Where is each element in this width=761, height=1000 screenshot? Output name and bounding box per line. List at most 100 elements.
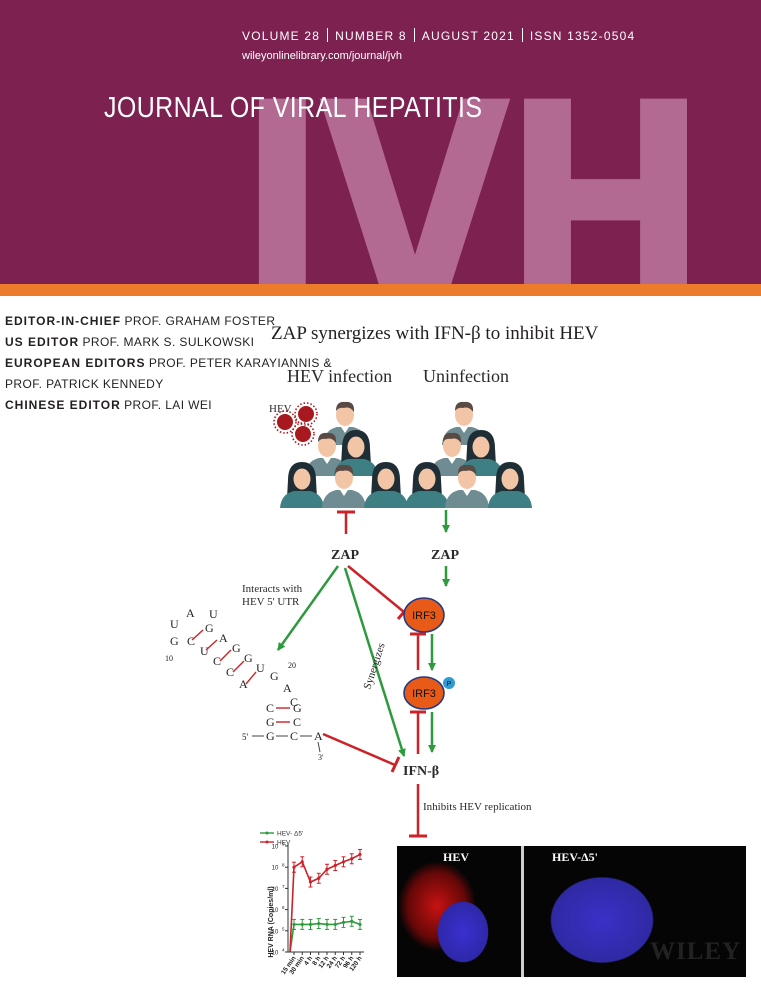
zap-right: ZAP: [431, 548, 459, 563]
y-tick-exponent: 9: [282, 842, 285, 847]
editor-list: EDITOR-IN-CHIEF PROF. GRAHAM FOSTER US E…: [5, 311, 332, 416]
editor-line: EUROPEAN EDITORS PROF. PETER KARAYIANNIS…: [5, 356, 332, 370]
graphical-abstract-title: ZAP synergizes with IFN-β to inhibit HEV: [271, 323, 599, 344]
nucleotide: G: [270, 669, 279, 683]
inhibition-line: [322, 732, 396, 767]
journal-url[interactable]: wileyonlinelibrary.com/journal/jvh: [242, 50, 402, 62]
journal-title: JOURNAL OF VIRAL HEPATITIS: [104, 92, 483, 124]
data-point: [341, 920, 346, 924]
micro-label-hev-delta5: HEV-Δ5': [552, 850, 598, 864]
data-point: [300, 860, 304, 864]
hev-virus-label: HEV: [269, 403, 292, 415]
data-point: [292, 922, 296, 927]
irf3-node: [403, 597, 445, 633]
data-point: [350, 857, 354, 861]
nucleotide: C: [293, 715, 301, 729]
cell-image-hev: [397, 846, 521, 977]
editor-line: EDITOR-IN-CHIEF PROF. GRAHAM FOSTER: [5, 314, 276, 328]
data-point: [358, 852, 362, 857]
data-point: [317, 876, 321, 880]
phospho-irf3-node: [403, 676, 445, 710]
issue-date: AUGUST 2021: [421, 29, 515, 43]
nucleotide: A: [219, 631, 228, 645]
legend-marker: [265, 831, 269, 835]
nucleotide: G: [170, 634, 179, 648]
three-prime-label: 3': [318, 753, 324, 762]
series-line: [289, 853, 361, 953]
nucleotide: U: [256, 661, 265, 675]
issn: ISSN 1352-0504: [529, 29, 636, 43]
panel-divider: [521, 846, 524, 977]
data-point: [325, 922, 329, 927]
series-line: [289, 920, 361, 953]
chart-legend: HEV- Δ5'HEV: [260, 831, 303, 847]
ifn-beta-label: IFN-β: [403, 764, 439, 779]
data-point: [308, 880, 313, 884]
nucleotide: G: [244, 651, 253, 665]
phosphate-icon: [443, 677, 455, 689]
data-point: [308, 922, 313, 927]
hev-rna-chart: HEV- Δ5'HEV HEV RNA (Copies/ml) 10410510…: [260, 831, 364, 976]
base-pair: [205, 639, 218, 651]
irf3-label: IRF3: [412, 610, 436, 622]
nucleotide: A: [283, 681, 292, 695]
y-tick-exponent: 6: [282, 905, 285, 910]
y-axis-label: HEV RNA (Copies/ml): [268, 886, 275, 957]
data-point: [341, 860, 346, 864]
inhibition-line: [347, 565, 405, 613]
uninfected-group: [405, 401, 532, 508]
micro-label-hev: HEV: [443, 850, 470, 864]
legend-label: HEV: [277, 840, 291, 847]
nucleotide: C: [213, 654, 221, 668]
nucleotide: G: [232, 641, 241, 655]
editor-line: CHINESE EDITOR PROF. LAI WEI: [5, 398, 213, 412]
data-point: [333, 922, 337, 927]
x-tick-label: 8 h: [311, 955, 322, 967]
inhibits-label: Inhibits HEV replication: [423, 801, 532, 813]
editor-line: PROF. PATRICK KENNEDY: [5, 377, 164, 391]
y-tick-label: 10: [272, 845, 279, 851]
volume: VOLUME 28: [242, 29, 321, 43]
base-pair: [191, 629, 204, 641]
infected-group: HEV: [269, 401, 408, 508]
nucleotide: A: [186, 606, 195, 620]
y-tick-label: 10: [272, 951, 279, 957]
data-point: [358, 922, 362, 927]
phosphate-label: P: [447, 681, 452, 688]
uninfection-label: Uninfection: [423, 366, 509, 386]
y-tick-label: 10: [272, 887, 279, 893]
backbone: [317, 741, 321, 753]
interacts-label: Interacts with: [242, 583, 303, 595]
base-pair: [232, 660, 245, 673]
nucleotide: C: [226, 665, 234, 679]
nucleotide: U: [170, 617, 179, 631]
nucleotide: A: [239, 677, 248, 691]
virus-icon: [291, 422, 315, 446]
number: NUMBER 8: [335, 29, 407, 43]
legend-marker: [265, 840, 269, 844]
activation-arrow: [276, 565, 340, 651]
nucleotide: U: [200, 644, 209, 658]
irf3-p-label: IRF3: [412, 688, 436, 700]
position-label: 20: [288, 661, 296, 670]
plot-series: [289, 848, 362, 953]
five-prime-label: 5': [242, 732, 249, 742]
y-tick-exponent: 7: [282, 884, 285, 889]
nucleotide: G: [266, 729, 275, 743]
microscopy-panel: HEV HEV-Δ5': [397, 846, 746, 977]
data-point: [350, 919, 354, 923]
data-point: [333, 863, 337, 868]
synergizes-label: Synergizes: [361, 641, 387, 690]
utr-label: HEV 5' UTR: [242, 596, 300, 608]
y-tick-label: 10: [272, 908, 279, 914]
issue-info: VOLUME 28 NUMBER 8 AUGUST 2021 ISSN 1352-05…: [242, 28, 635, 43]
nucleotide: G: [293, 701, 302, 715]
accent-bar: [0, 284, 761, 296]
nucleotide: C: [290, 729, 298, 743]
y-tick-exponent: 4: [282, 948, 285, 953]
cell-image-hev-delta5: [524, 846, 746, 977]
jvh-logo: JVH: [236, 42, 710, 285]
data-point: [325, 867, 329, 871]
x-tick-label: 4 h: [303, 955, 314, 967]
